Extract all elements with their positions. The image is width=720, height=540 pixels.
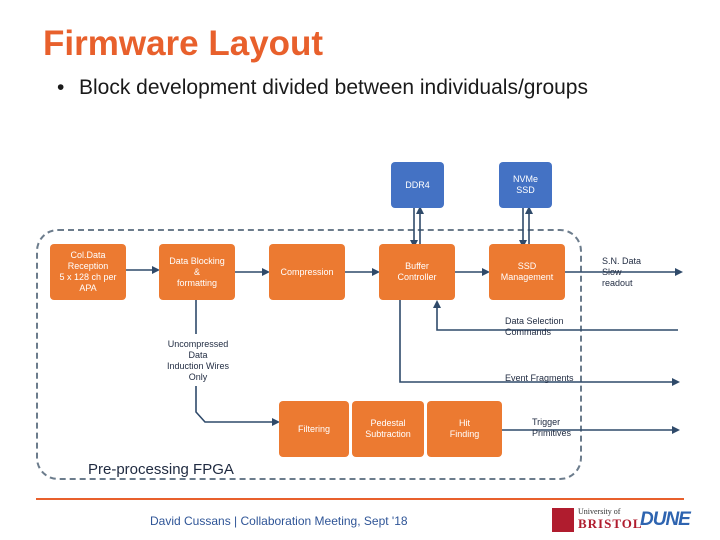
- trigger-primitives-label: Trigger Primitives: [532, 417, 572, 438]
- nvme-ssd-block: NVMe SSD: [499, 162, 552, 208]
- arrow-selection-to-buffer: [433, 300, 678, 331]
- filtering-block: Filtering: [279, 401, 349, 457]
- pedestal-subtraction-block: Pedestal Subtraction: [352, 401, 424, 457]
- fpga-label: Pre-processing FPGA: [88, 461, 234, 478]
- bristol-logo-small-text: University of: [578, 507, 621, 516]
- buffer-controller-block: Buffer Controller: [379, 244, 455, 300]
- bristol-crest-icon: [552, 508, 574, 532]
- bullet-item: • Block development divided between indiv…: [57, 76, 588, 100]
- bristol-logo: University of BRISTOL: [552, 507, 642, 533]
- bullet-text: Block development divided between indivi…: [79, 76, 588, 99]
- sn-slow-readout-label: S.N. Data Slow readout: [602, 256, 642, 288]
- coldata-reception-block: Col.Data Reception 5 x 128 ch per APA: [50, 244, 126, 300]
- hit-finding-block: Hit Finding: [427, 401, 502, 457]
- uncompressed-data-label: Uncompressed Data Induction Wires Only: [166, 339, 230, 382]
- data-blocking-block: Data Blocking & formatting: [159, 244, 235, 300]
- slide-title: Firmware Layout: [43, 24, 324, 63]
- ddr4-block: DDR4: [391, 162, 444, 208]
- bristol-logo-text: BRISTOL: [578, 516, 643, 531]
- fpga-boundary: [36, 229, 582, 480]
- bullet-dot-icon: •: [57, 76, 65, 99]
- event-fragments-label: Event Fragments: [505, 373, 574, 383]
- dune-logo: DUNE: [640, 509, 691, 530]
- footer-text: David Cussans | Collaboration Meeting, S…: [150, 514, 408, 528]
- data-selection-label: Data Selection Commands: [505, 316, 564, 337]
- ssd-management-block: SSD Management: [489, 244, 565, 300]
- compression-block: Compression: [269, 244, 345, 300]
- arrow-uncompressed-to-filtering: [195, 386, 280, 426]
- arrow-buffer-to-events: [399, 298, 680, 386]
- footer-divider: [36, 498, 684, 500]
